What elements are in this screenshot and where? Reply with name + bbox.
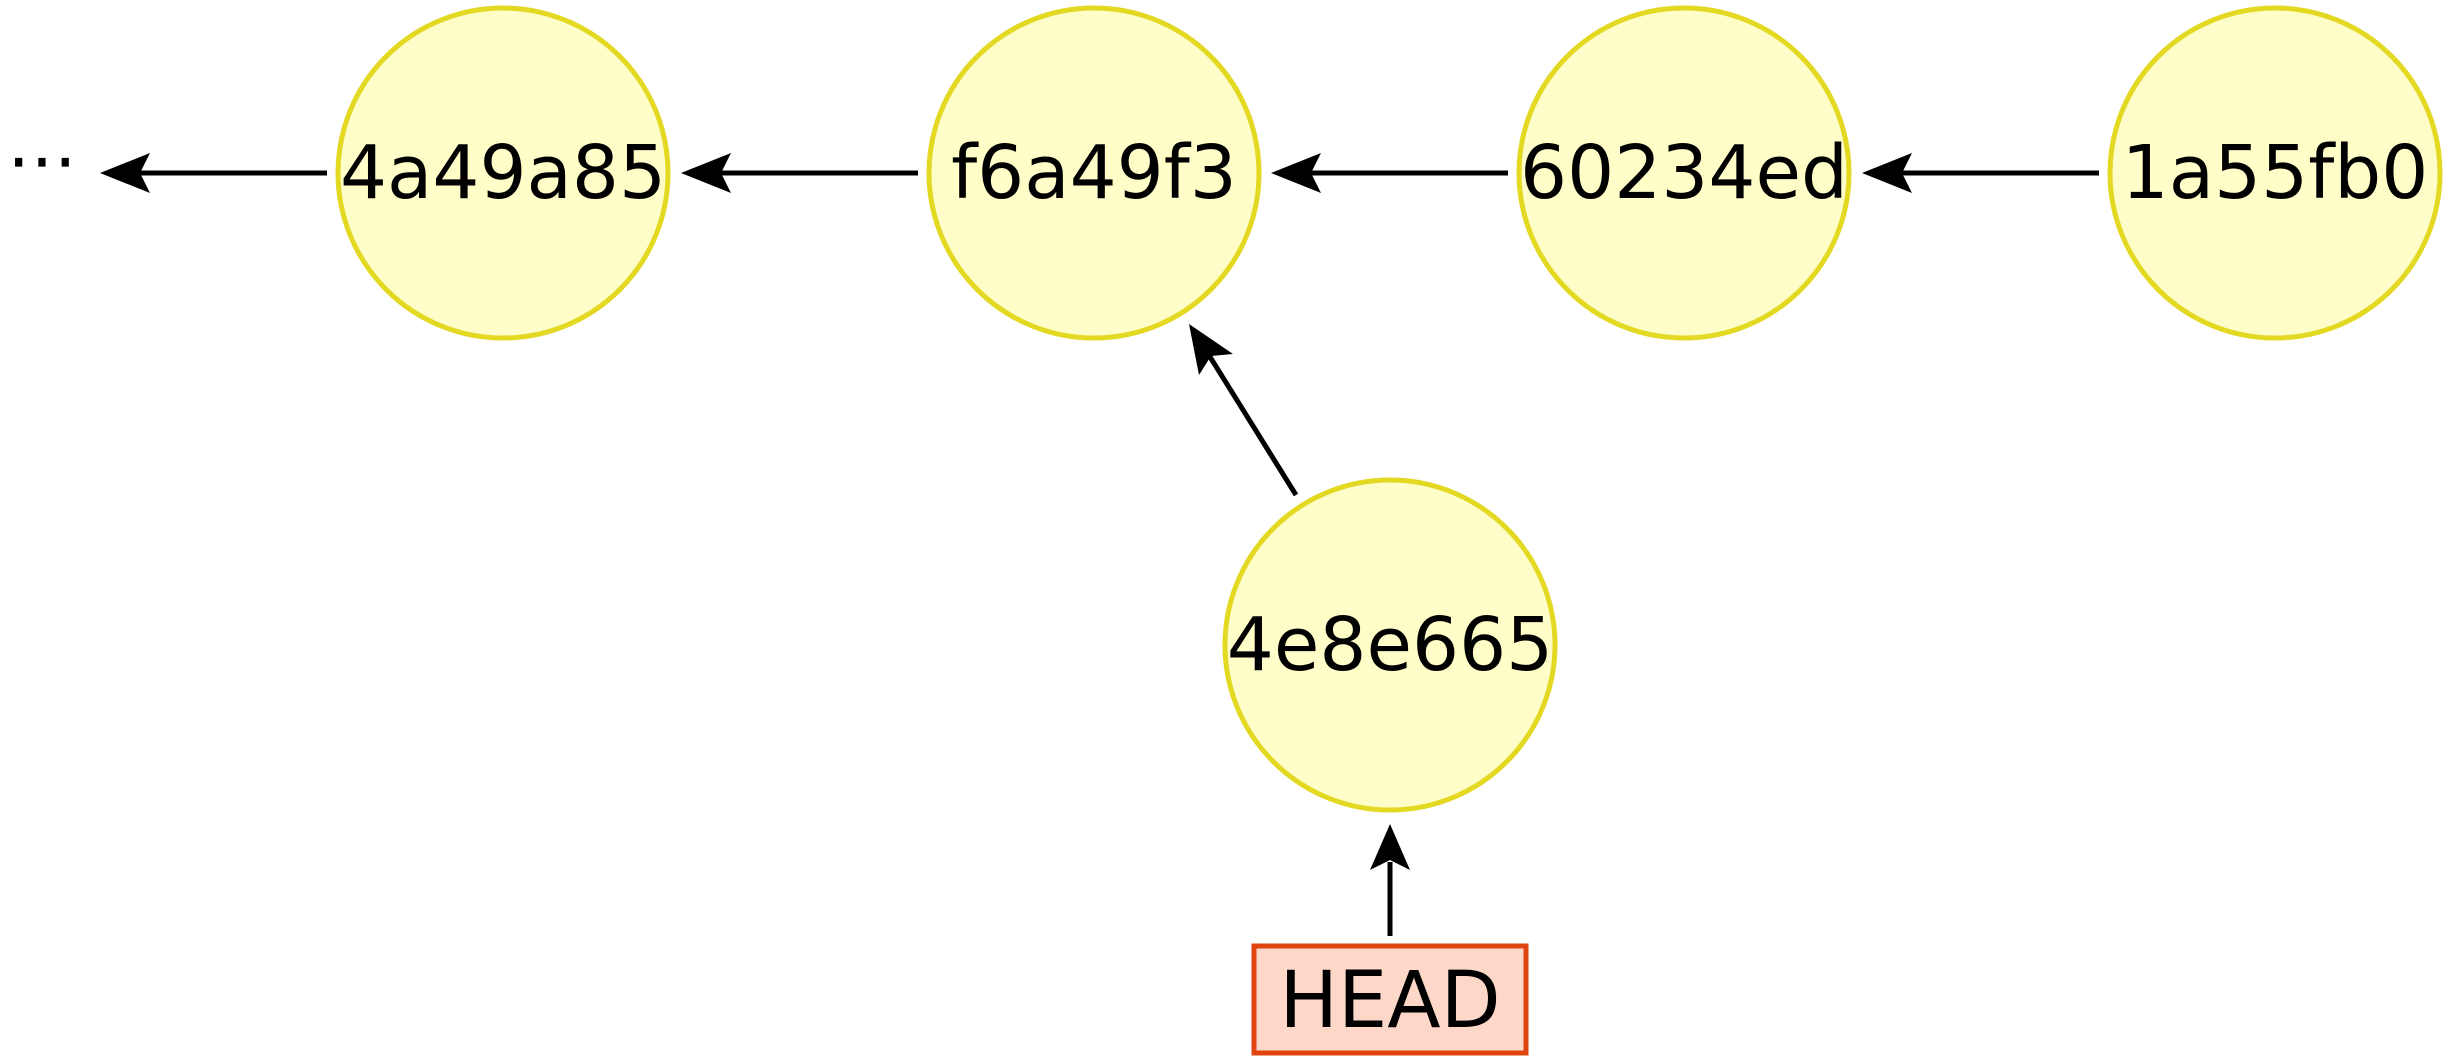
arrowhead-icon <box>1189 324 1233 375</box>
commit-nodes-layer: 4a49a85 f6a49f3 60234ed 1a55fb0 4e8e665 <box>335 5 2443 813</box>
edge-head-to-4e8e665 <box>1370 824 1410 936</box>
commit-circle <box>1516 5 1852 341</box>
edge-1a55fb0-to-60234ed <box>1862 153 2099 193</box>
edge-4e8e665-to-f6a49f3 <box>1189 324 1299 497</box>
head-ref-box <box>1251 943 1529 1056</box>
history-ellipsis: ⋯ <box>7 119 77 201</box>
arrowhead-icon <box>1271 153 1321 193</box>
commit-node[interactable]: 60234ed <box>1516 5 1852 341</box>
head-ref[interactable]: HEAD <box>1251 943 1529 1056</box>
edge-f6a49f3-to-4a49a85 <box>681 153 918 193</box>
head-ref-label: HEAD <box>1279 956 1500 1046</box>
commit-hash-label: 4a49a85 <box>340 130 666 216</box>
arrowhead-icon <box>100 153 150 193</box>
commit-hash-label: 1a55fb0 <box>2122 130 2429 216</box>
commit-node[interactable]: 4e8e665 <box>1222 477 1558 813</box>
arrowhead-icon <box>681 153 731 193</box>
commit-circle <box>926 5 1262 341</box>
arrowhead-icon <box>1370 824 1410 870</box>
commit-hash-label: f6a49f3 <box>951 130 1237 216</box>
commit-node[interactable]: 4a49a85 <box>335 5 671 341</box>
commit-circle <box>335 5 671 341</box>
commit-circle <box>1222 477 1558 813</box>
commit-circle <box>2107 5 2443 341</box>
commit-hash-label: 4e8e665 <box>1227 602 1553 688</box>
edge-60234ed-to-f6a49f3 <box>1271 153 1508 193</box>
edges-layer <box>100 153 2099 936</box>
commit-node[interactable]: 1a55fb0 <box>2107 5 2443 341</box>
commit-hash-label: 60234ed <box>1520 130 1848 216</box>
arrowhead-icon <box>1862 153 1912 193</box>
commit-node[interactable]: f6a49f3 <box>926 5 1262 341</box>
edge-4a49a85-to-history <box>100 153 327 193</box>
